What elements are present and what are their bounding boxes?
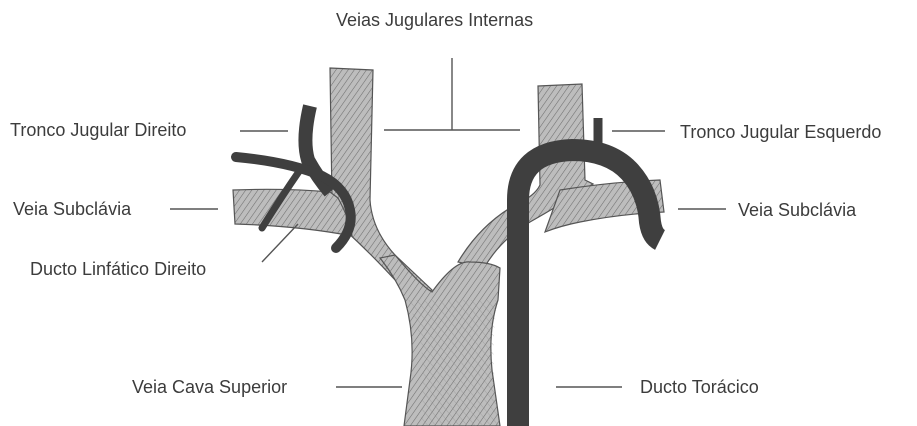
right-internal-jugular-vein [330,68,432,300]
label-internal-jugular-veins: Veias Jugulares Internas [336,9,533,31]
label-left-jugular-trunk: Tronco Jugular Esquerdo [680,121,881,143]
label-thoracic-duct: Ducto Torácico [640,376,759,398]
leader-internal-jugular [384,58,520,130]
label-left-subclavian-vein: Veia Subclávia [738,199,856,221]
label-superior-vena-cava: Veia Cava Superior [132,376,287,398]
label-right-lymphatic-duct: Ducto Linfático Direito [30,258,206,280]
label-right-jugular-trunk: Tronco Jugular Direito [10,119,186,141]
thoracic-duct [518,118,660,426]
label-right-subclavian-vein: Veia Subclávia [13,198,131,220]
leader-right-lymphatic-duct [262,224,298,262]
